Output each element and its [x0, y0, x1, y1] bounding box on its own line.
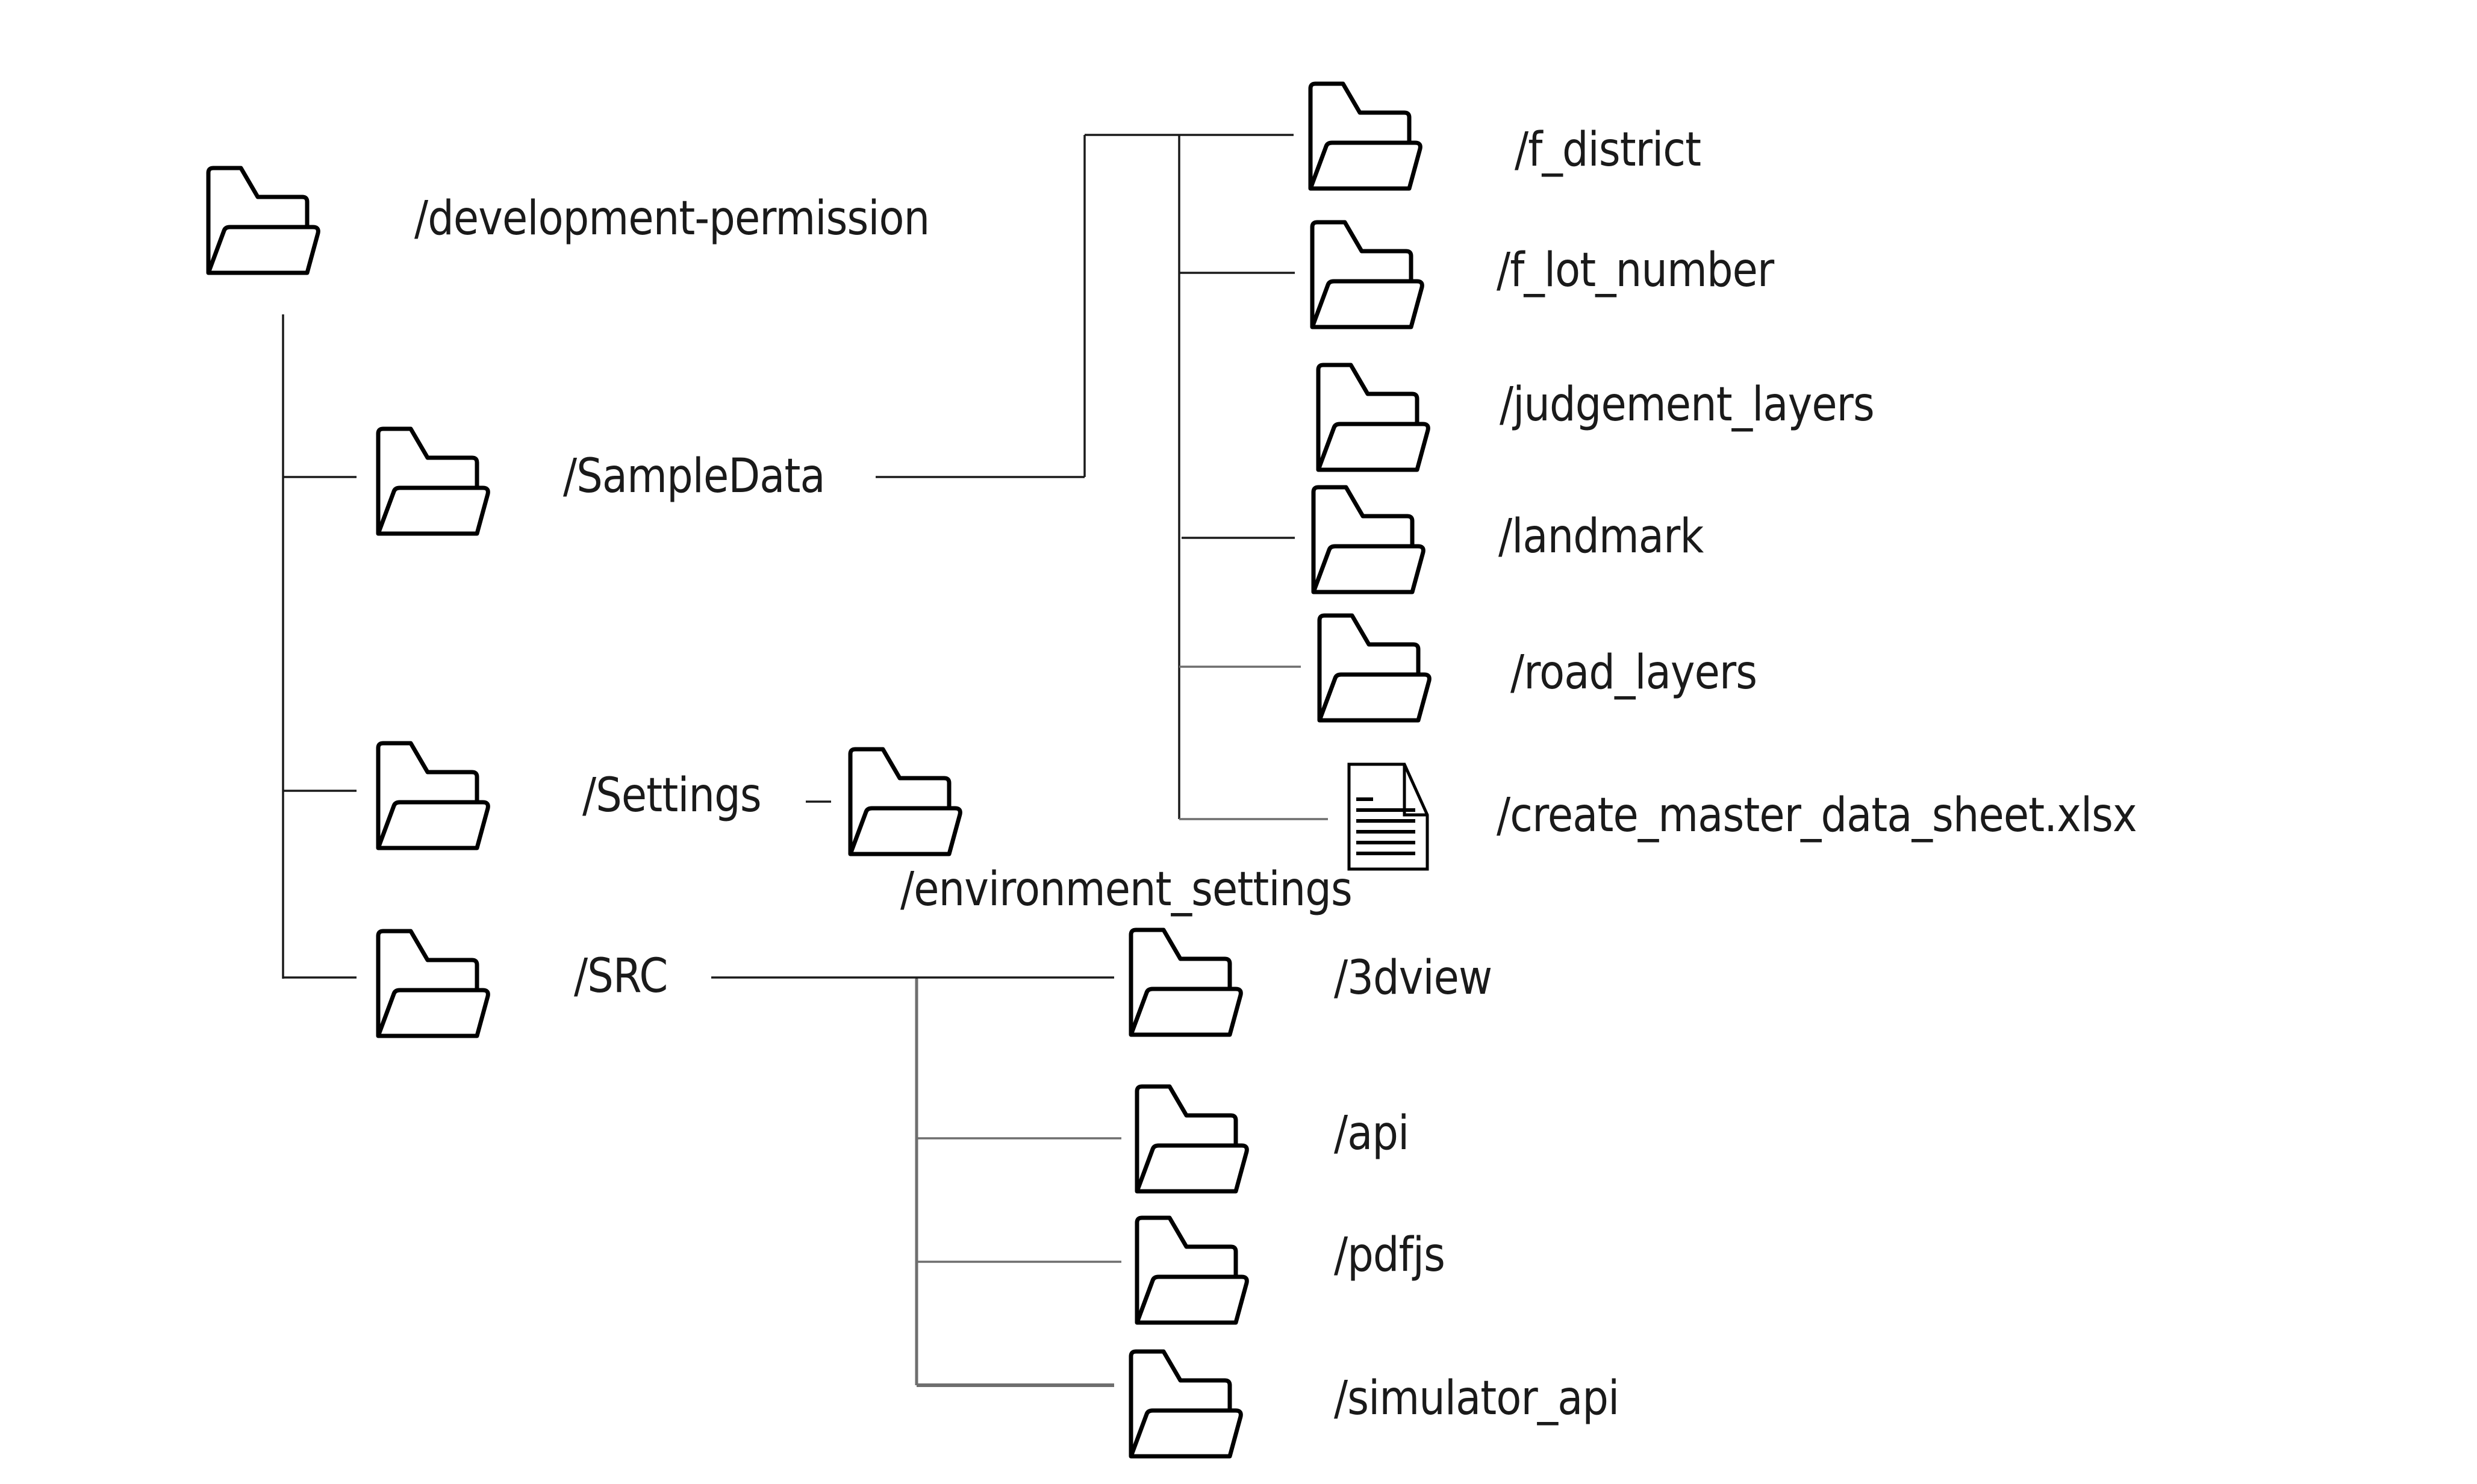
folder-icon-3dview	[1129, 928, 1243, 1037]
folder-icon-api	[1135, 1084, 1249, 1194]
node-label-simulator-api: /simulator_api	[1334, 1371, 1619, 1426]
node-label-environment-settings: /environment_settings	[900, 862, 1353, 917]
folder-icon-environment-settings	[848, 747, 962, 856]
node-label-api: /api	[1334, 1106, 1409, 1161]
node-label-f-lot-number: /f_lot_number	[1497, 243, 1774, 298]
folder-icon-root	[206, 166, 320, 275]
node-label-3dview: /3dview	[1334, 951, 1492, 1005]
node-label-sampledata: /SampleData	[563, 449, 826, 504]
folder-icon-judgement-layers	[1316, 363, 1430, 472]
node-label-create-master-data-sheet: /create_master_data_sheet.xlsx	[1497, 788, 2137, 843]
node-label-road-layers: /road_layers	[1510, 646, 1757, 700]
folder-icon-road-layers	[1317, 613, 1432, 723]
node-label-landmark: /landmark	[1498, 510, 1704, 564]
node-label-root: /development-permission	[414, 192, 930, 246]
node-label-pdfjs: /pdfjs	[1334, 1228, 1445, 1282]
document-icon-create-master-data-sheet	[1347, 762, 1429, 871]
folder-icon-f-lot-number	[1310, 220, 1424, 329]
folder-icon-f-district	[1308, 81, 1422, 191]
folder-icon-settings	[376, 741, 490, 850]
folder-icon-sampledata	[376, 426, 490, 536]
folder-icon-simulator-api	[1129, 1349, 1243, 1459]
node-label-src: /SRC	[574, 949, 668, 1003]
tree-icons	[206, 81, 1432, 1459]
node-label-f-district: /f_district	[1515, 123, 1701, 177]
node-label-settings: /Settings	[582, 768, 762, 823]
node-label-judgement-layers: /judgement_layers	[1500, 378, 1875, 432]
tree-connectors	[282, 134, 1328, 1387]
folder-icon-pdfjs	[1135, 1215, 1249, 1325]
folder-icon-src	[376, 929, 490, 1038]
folder-icon-landmark	[1311, 485, 1425, 594]
